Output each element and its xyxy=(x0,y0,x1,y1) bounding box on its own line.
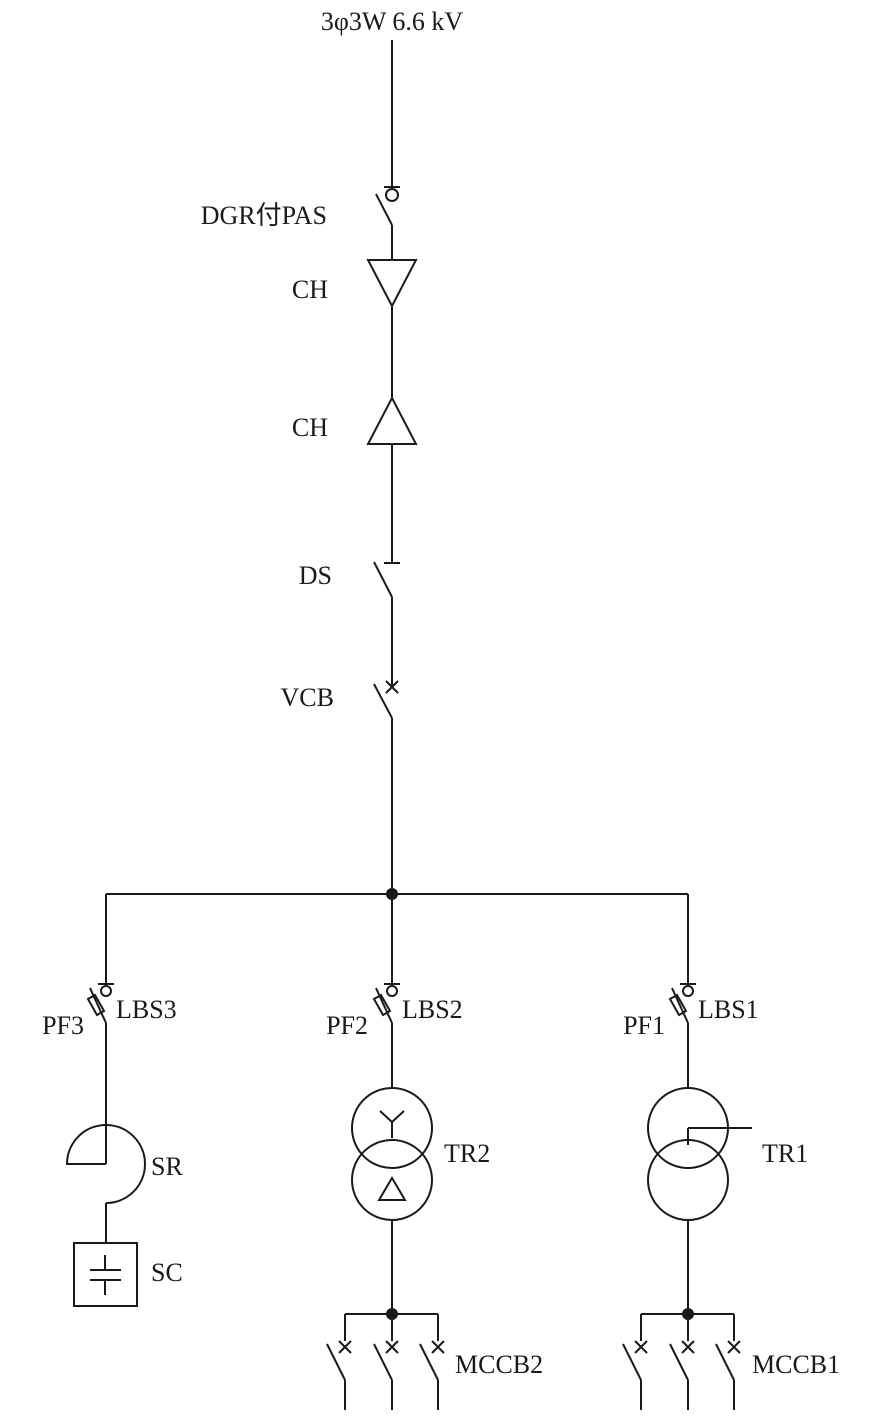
pf3-label: PF3 xyxy=(42,1011,84,1040)
pas-label: DGR付PAS xyxy=(201,201,327,230)
sc-capacitor-symbol xyxy=(73,1242,138,1307)
tr2-transformer-symbol xyxy=(351,1087,433,1314)
mccb1-junction-dot xyxy=(682,1308,694,1320)
vcb-breaker-symbol xyxy=(373,680,399,894)
sr-label: SR xyxy=(151,1152,183,1181)
sc-label: SC xyxy=(151,1258,183,1287)
lbs2-switch-symbol xyxy=(372,983,400,1088)
mccb1-label: MCCB1 xyxy=(752,1350,840,1379)
tr1-label: TR1 xyxy=(762,1139,808,1168)
lbs1-switch-symbol xyxy=(668,983,696,1088)
mccb2-junction-dot xyxy=(386,1308,398,1320)
pf2-label: PF2 xyxy=(326,1011,368,1040)
mccb2-label: MCCB2 xyxy=(455,1350,543,1379)
ds-switch-symbol xyxy=(373,561,400,686)
lbs3-label: LBS3 xyxy=(116,995,177,1024)
lbs1-label: LBS1 xyxy=(698,995,759,1024)
lbs3-switch-symbol xyxy=(86,983,114,1164)
tr2-label: TR2 xyxy=(444,1139,490,1168)
supply-label: 3φ3W 6.6 kV xyxy=(321,7,464,36)
lbs2-label: LBS2 xyxy=(402,995,463,1024)
ch-lower-symbol xyxy=(366,395,418,445)
pf1-label: PF1 xyxy=(623,1011,665,1040)
ch-upper-symbol xyxy=(366,259,418,309)
vcb-label: VCB xyxy=(281,683,334,712)
tr1-transformer-symbol xyxy=(647,1087,752,1314)
pas-switch-symbol xyxy=(375,186,400,260)
ch-upper-label: CH xyxy=(292,275,328,304)
ch-lower-label: CH xyxy=(292,413,328,442)
mccb2-breaker-group xyxy=(326,1313,445,1410)
mccb1-breaker-group xyxy=(622,1313,741,1410)
ds-label: DS xyxy=(299,561,332,590)
sr-reactor-symbol xyxy=(65,1123,146,1243)
